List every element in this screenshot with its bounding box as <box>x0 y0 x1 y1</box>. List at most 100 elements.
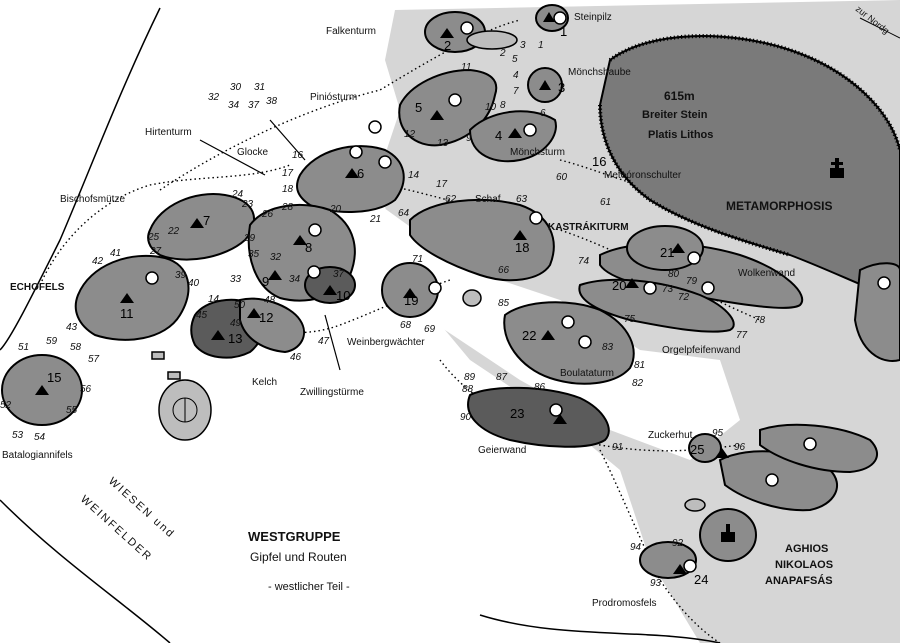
route-number: 8 <box>500 100 506 111</box>
belay-point <box>529 211 543 225</box>
summit-18 <box>513 230 527 240</box>
rock-orgelpfeifenwand <box>578 278 735 333</box>
summit-25 <box>715 448 729 458</box>
belay-point <box>765 473 779 487</box>
route-number: 39 <box>175 270 187 281</box>
route-number: 29 <box>243 233 256 244</box>
rock-small-stone-2 <box>684 498 706 512</box>
label-piniosturm: Piniósturm <box>310 92 357 103</box>
route-number: 93 <box>650 578 662 589</box>
route-number: 77 <box>736 330 748 341</box>
route-number: 85 <box>498 298 510 309</box>
rock-east-towers <box>759 423 879 474</box>
route-number: 10 <box>485 102 497 113</box>
route-number: 32 <box>208 92 220 103</box>
rock-zuckerhut <box>688 433 722 463</box>
belay-point <box>145 271 159 285</box>
route-number: 87 <box>496 372 508 383</box>
route-number: 80 <box>668 269 680 280</box>
route-number: 48 <box>264 295 276 306</box>
field-boundary-line <box>0 7 161 351</box>
belay-point <box>308 223 322 237</box>
summit-19 <box>403 288 417 298</box>
route-number: 61 <box>600 197 611 208</box>
summit-1 <box>543 12 555 22</box>
route-number: 34 <box>228 100 240 111</box>
rock-kastrakiturm <box>409 199 555 282</box>
label-anapafsas: ANAPAFSÁS <box>765 574 833 587</box>
label-boulataturm: Boulataturm <box>560 368 614 379</box>
route-number: 86 <box>534 382 546 393</box>
route-number: 5 <box>512 54 518 65</box>
belay-point <box>307 265 321 279</box>
peak-number: 8 <box>305 240 312 255</box>
peak-number: 20 <box>612 278 626 293</box>
pointer-hirtenturm <box>199 139 266 176</box>
route-number: 18 <box>282 184 294 195</box>
plateau-cliff-hatch-south <box>598 104 791 257</box>
route-number: 12 <box>404 129 416 140</box>
route-number: 92 <box>672 538 684 549</box>
route-number: 78 <box>754 315 766 326</box>
route-number: 68 <box>400 320 412 331</box>
label-weinbergwaechter: Weinbergwächter <box>347 337 425 348</box>
label-kelch: Kelch <box>252 377 277 388</box>
belay-point <box>549 403 563 417</box>
rock-falkenturm-ridge <box>466 30 518 50</box>
belay-point <box>643 281 657 295</box>
summit-21 <box>671 243 685 253</box>
legend-section: - westlicher Teil - <box>268 581 350 593</box>
label-moenchsturm: Mönchsturm <box>510 147 565 158</box>
rock-geierwand <box>467 386 610 448</box>
route-number: 58 <box>70 342 82 353</box>
label-orgelpfeifenwand: Orgelpfeifenwand <box>662 345 740 356</box>
peak-number: 3 <box>558 80 565 95</box>
river-line <box>479 614 721 643</box>
belay-point <box>803 437 817 451</box>
route-number: 32 <box>270 252 282 263</box>
belay-point <box>553 11 567 25</box>
label-falkenturm: Falkenturm <box>326 26 376 37</box>
route-number: 33 <box>230 274 242 285</box>
route-number: 53 <box>12 430 24 441</box>
summit-2 <box>440 28 454 38</box>
label-hirtenturm: Hirtenturm <box>145 127 192 138</box>
route-number: 82 <box>632 378 644 389</box>
route-number: 2 <box>499 48 506 59</box>
peak-number: 19 <box>404 293 418 308</box>
rock-piniosturm <box>398 68 498 147</box>
label-batalogiannifels: Batalogiannifels <box>2 450 73 461</box>
label-elevation: 615m <box>664 89 695 103</box>
peak-number: 25 <box>690 442 704 457</box>
summit-15 <box>35 385 49 395</box>
label-echofels: ECHOFELS <box>10 282 65 293</box>
route-number: 90 <box>460 412 472 423</box>
summit-5 <box>430 110 444 120</box>
route-number: 24 <box>231 189 244 200</box>
route-number: 72 <box>678 292 690 303</box>
route-number: 22 <box>167 226 180 237</box>
route-number: 27 <box>149 246 162 257</box>
label-prodromosfels: Prodromosfels <box>592 598 656 609</box>
route-number: 14 <box>208 294 220 305</box>
route-number: 55 <box>66 405 78 416</box>
route-number: 38 <box>266 96 278 107</box>
rock-boulataturm <box>503 301 635 385</box>
belay-point <box>523 123 537 137</box>
peak-number: 16 <box>592 154 606 169</box>
route-number: 17 <box>436 179 448 190</box>
peak-number: 21 <box>660 245 674 260</box>
legend-title: WESTGRUPPE <box>248 529 341 544</box>
peak-number: 15 <box>47 370 61 385</box>
belay-point <box>378 155 392 169</box>
route-number: 75 <box>624 314 636 325</box>
route-number: 62 <box>445 194 457 205</box>
route-number: 54 <box>34 432 46 443</box>
summit-7 <box>190 218 204 228</box>
label-aghios: AGHIOS <box>785 543 828 555</box>
summit-8 <box>293 235 307 245</box>
peak-number: 4 <box>495 128 502 143</box>
route-number: 16 <box>292 150 304 161</box>
route-number: 88 <box>462 384 474 395</box>
